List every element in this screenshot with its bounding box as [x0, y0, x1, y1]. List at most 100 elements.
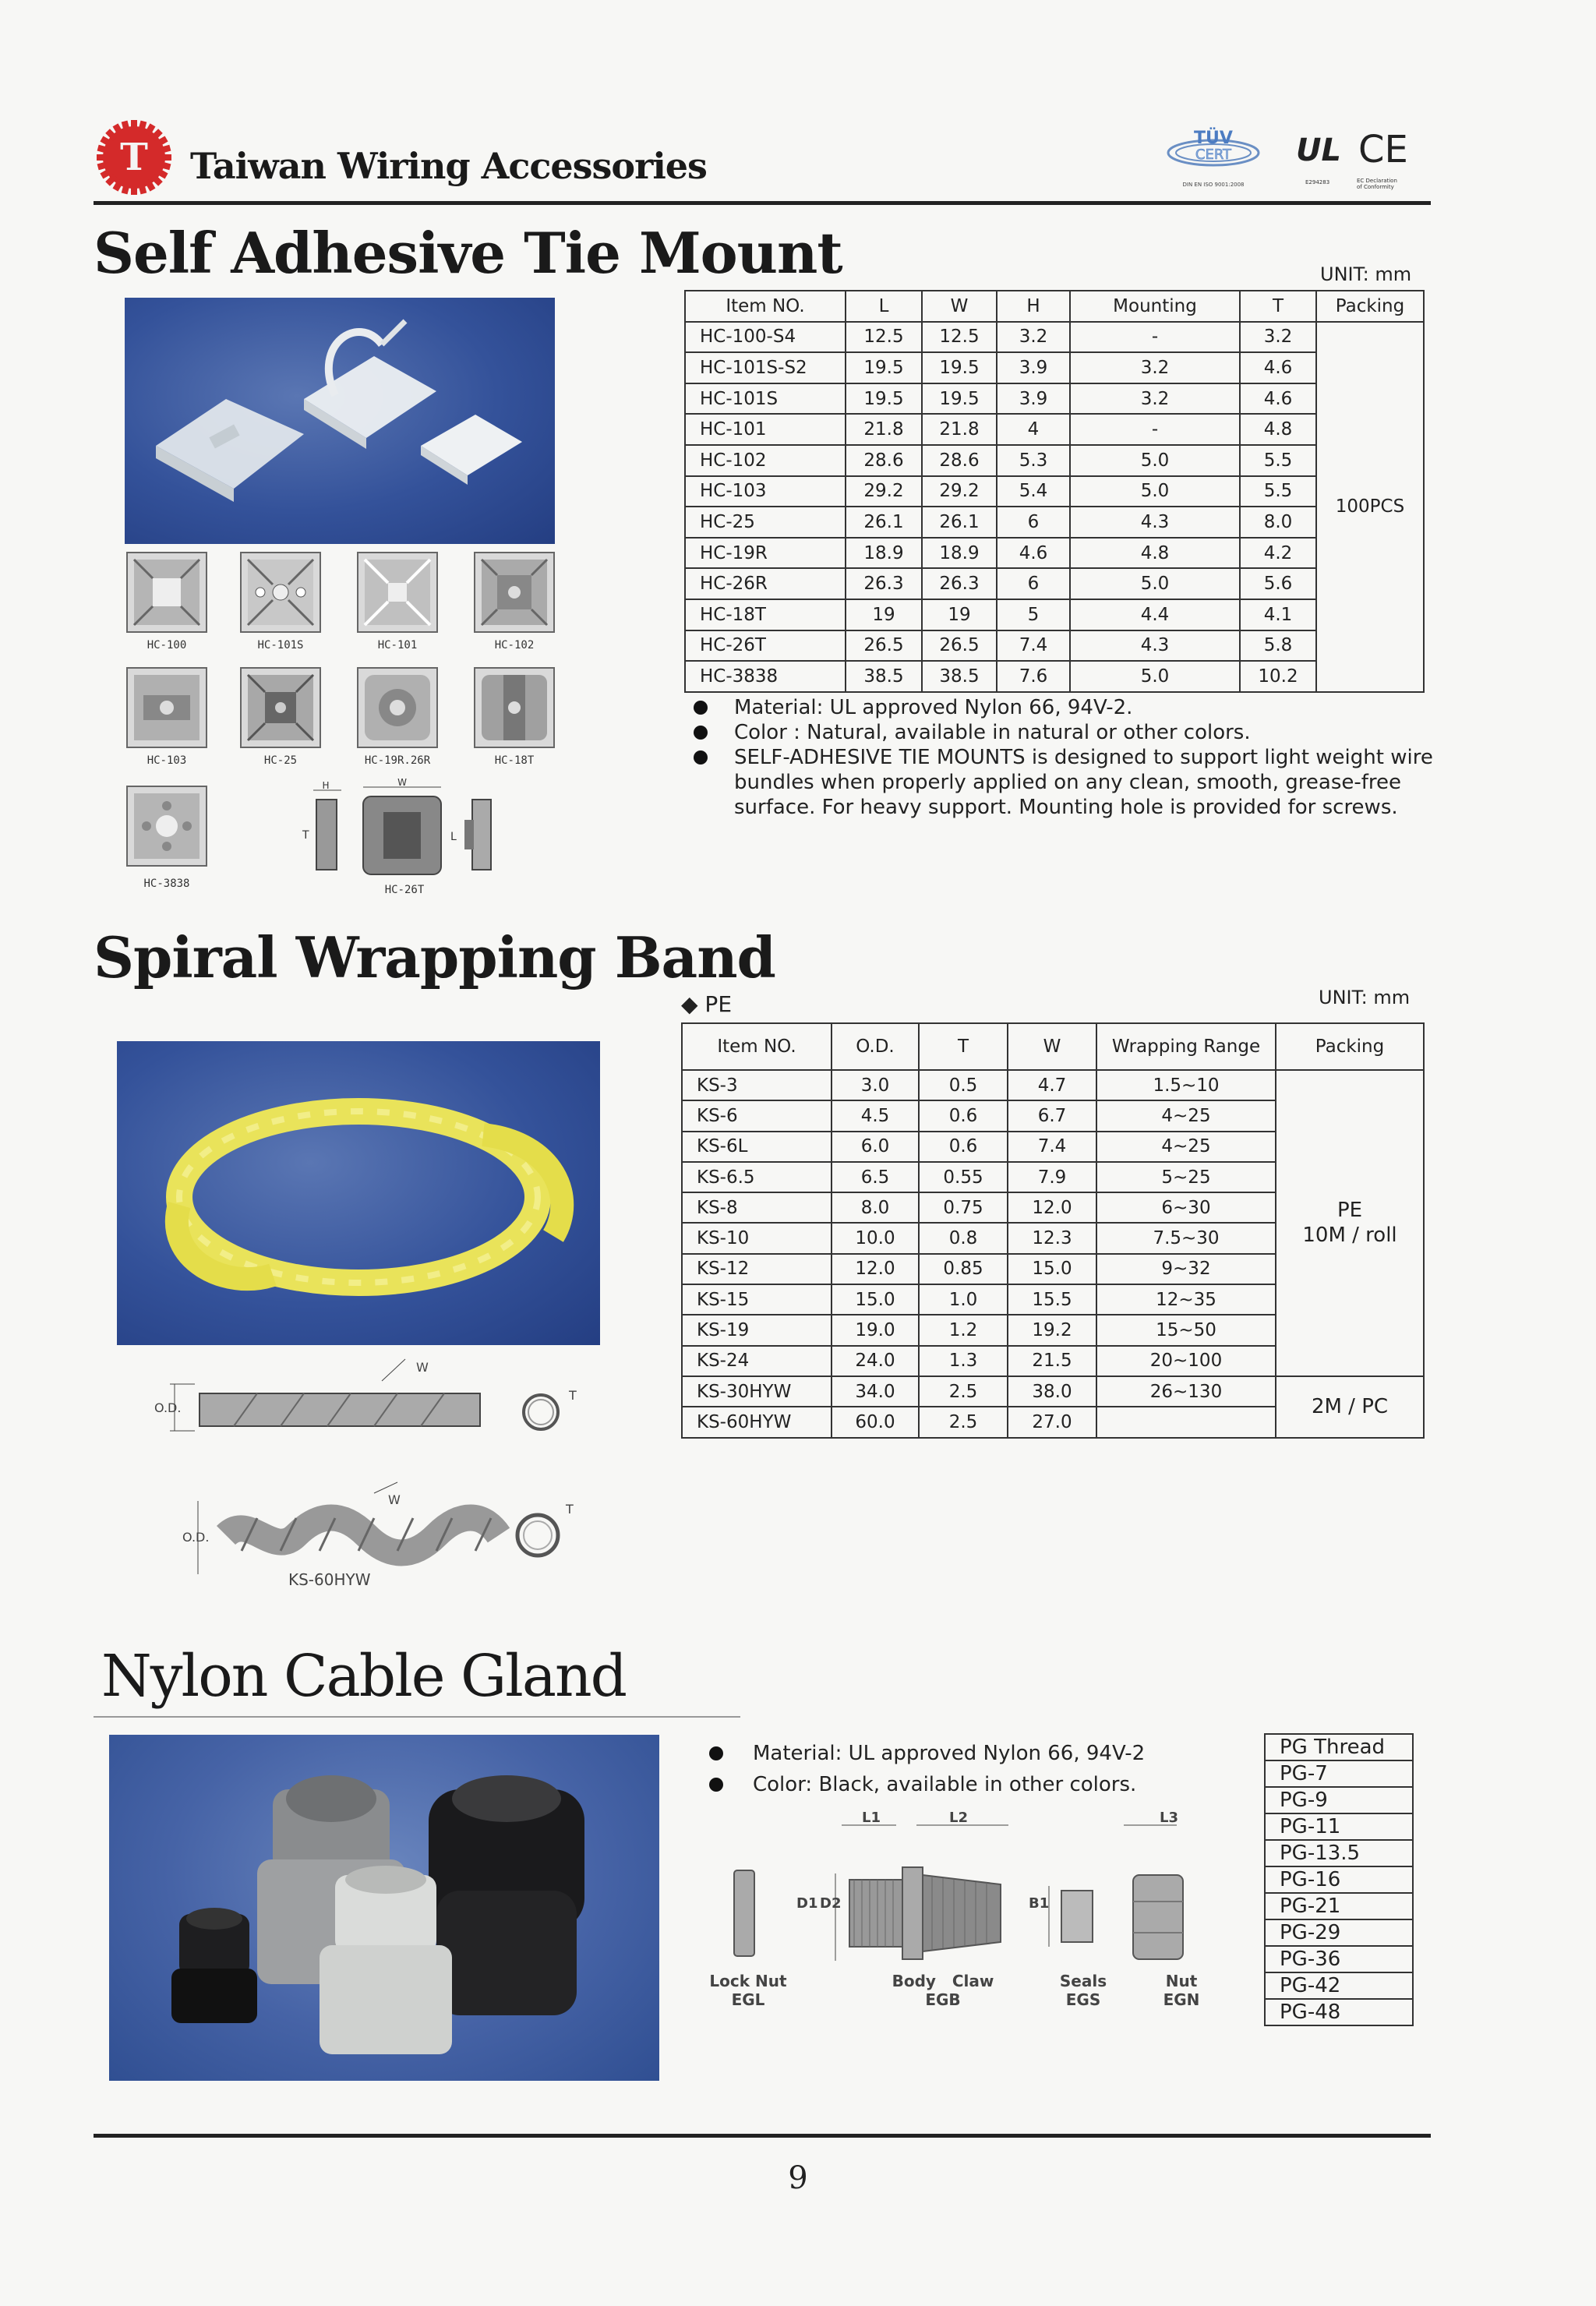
cert-text: CERT: [1195, 147, 1232, 163]
nut-icon: [1132, 1874, 1184, 1960]
table-cell: 28.6: [845, 443, 923, 477]
table-cell: 19: [845, 598, 923, 631]
tie-mount-title: Self Adhesive Tie Mount: [94, 220, 843, 286]
table-cell: 3.9: [996, 382, 1071, 415]
table-cell: 29.2: [921, 475, 998, 508]
pg-thread-cell: PG-13.5: [1264, 1839, 1414, 1867]
table-cell: 5.8: [1239, 629, 1317, 662]
od-label-2: O.D.: [182, 1530, 209, 1545]
table-cell: 4~25: [1096, 1100, 1276, 1132]
table-cell: 1.3: [918, 1344, 1008, 1377]
table-cell: 3.0: [831, 1068, 920, 1102]
dim-t-label: T: [302, 829, 309, 842]
table-cell: 12.0: [831, 1252, 920, 1286]
table-cell: 4.5: [831, 1100, 920, 1132]
w-label: W: [416, 1360, 429, 1375]
table-cell: HC-25: [684, 506, 846, 539]
ul-mark-icon: UL E294283: [1296, 132, 1341, 185]
brand-name: Taiwan Wiring Accessories: [190, 145, 708, 187]
page-number: 9: [788, 2160, 808, 2196]
table-cell: 6: [996, 506, 1071, 539]
table-row: PG-42: [1264, 1972, 1414, 2000]
col-l: L: [845, 290, 923, 323]
col-w: W: [921, 290, 998, 323]
ks60hyw-caption: KS-60HYW: [288, 1570, 371, 1589]
table-cell: 7.5~30: [1096, 1222, 1276, 1255]
table-cell: 4.8: [1069, 536, 1241, 570]
table-cell: 5.3: [996, 443, 1071, 477]
table-cell: 38.5: [921, 660, 998, 693]
packing-pe-line2: 10M / roll: [1302, 1224, 1397, 1248]
hc-26t-dimension-diagram: H T W L: [302, 777, 492, 875]
table-cell: KS-24: [681, 1344, 832, 1377]
table-cell: 7.4: [1007, 1130, 1097, 1163]
hc-25-caption: HC-25: [263, 754, 298, 767]
tie-mount-notes: Material: UL approved Nylon 66, 94V-2. C…: [686, 695, 1434, 820]
hc-102-caption: HC-102: [494, 639, 535, 652]
col-w: W: [1007, 1022, 1097, 1071]
table-cell: 10.0: [831, 1222, 920, 1255]
body-thread-icon: [849, 1879, 905, 1948]
table-cell: 7.4: [996, 629, 1071, 662]
t-label: T: [568, 1388, 577, 1403]
table-row: PG-36: [1264, 1945, 1414, 1973]
col-t: T: [918, 1022, 1008, 1071]
pg-thread-cell: PG-7: [1264, 1760, 1414, 1788]
ul-note: E294283: [1305, 179, 1329, 185]
hc-18t-image: [474, 667, 555, 748]
table-cell: HC-26T: [684, 629, 846, 662]
hc-101-caption: HC-101: [377, 639, 418, 652]
ul-text: UL: [1296, 132, 1341, 168]
table-cell: 15~50: [1096, 1314, 1276, 1347]
dim-l1-label: L1: [862, 1810, 881, 1826]
table-cell: 7.6: [996, 660, 1071, 693]
cable-gland-product-image: [171, 1775, 584, 2054]
spiral-band-diagram-ks60hyw: O.D. W T KS-60HYW: [182, 1481, 574, 1589]
table-cell: 15.5: [1007, 1284, 1097, 1316]
table-cell: 12.0: [1007, 1192, 1097, 1224]
table-cell: 26.1: [845, 506, 923, 539]
pg-thread-cell: PG-29: [1264, 1919, 1414, 1947]
table-cell: 6: [996, 567, 1071, 600]
dim-l-label: L: [450, 831, 457, 843]
table-cell: 5.6: [1239, 567, 1317, 600]
table-cell: 0.75: [918, 1192, 1008, 1224]
table-cell: 19.5: [921, 351, 998, 384]
table-cell: 26.1: [921, 506, 998, 539]
pg-thread-cell: PG-42: [1264, 1972, 1414, 2000]
table-cell: 6.7: [1007, 1100, 1097, 1132]
table-cell: KS-19: [681, 1314, 832, 1347]
table-cell: 29.2: [845, 475, 923, 508]
table-cell: 18.9: [845, 536, 923, 570]
table-cell: 21.5: [1007, 1344, 1097, 1377]
hc-26t-caption: HC-26T: [384, 884, 425, 896]
table-row: PG-9: [1264, 1786, 1414, 1814]
footer-divider: [94, 2134, 1431, 2138]
pg-thread-cell: PG-21: [1264, 1892, 1414, 1920]
table-cell: 19: [921, 598, 998, 631]
note-material: Material: UL approved Nylon 66, 94V-2: [701, 1738, 1247, 1769]
table-cell: 38.0: [1007, 1375, 1097, 1408]
table-cell: 21.8: [845, 413, 923, 446]
table-cell: 4.6: [996, 536, 1071, 570]
table-cell: 7.9: [1007, 1160, 1097, 1194]
table-cell: KS-60HYW: [681, 1406, 832, 1439]
note-material: Material: UL approved Nylon 66, 94V-2.: [686, 695, 1434, 720]
packing-cell-pc: 2M / PC: [1275, 1375, 1425, 1439]
table-cell: 0.85: [918, 1252, 1008, 1286]
table-cell: 6.0: [831, 1130, 920, 1163]
table-cell: 26.3: [921, 567, 998, 600]
table-row: PG-21: [1264, 1892, 1414, 1920]
table-cell: 19.5: [845, 351, 923, 384]
table-cell: 26.5: [921, 629, 998, 662]
cable-gland-photo: [109, 1735, 659, 2081]
table-cell: 8.0: [831, 1192, 920, 1224]
pe-material-label: ◆ PE: [681, 991, 733, 1017]
table-cell: KS-3: [681, 1068, 832, 1102]
